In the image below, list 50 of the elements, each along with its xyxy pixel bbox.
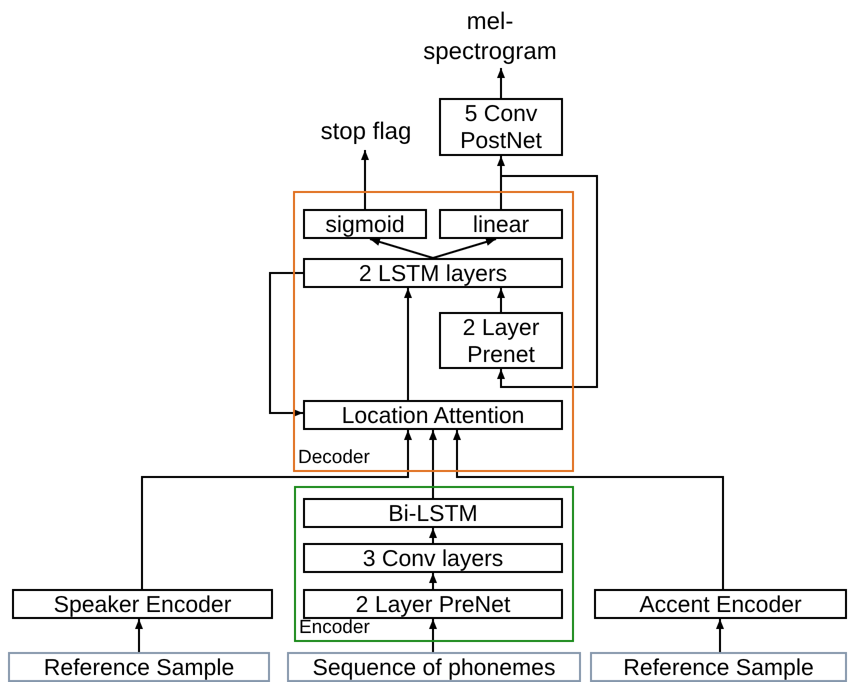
process-box [439,98,563,156]
process-box [439,312,563,369]
group-label: Decoder [298,447,370,469]
process-box [303,543,563,573]
arrow [141,430,412,589]
arrow [429,619,437,652]
arrow [135,619,143,652]
arrow [429,528,437,543]
process-box [303,498,563,528]
group-frame [293,191,574,472]
group-label: Encoder [299,617,370,639]
box-label: Accent Encoder [639,590,802,618]
arrow [716,619,724,652]
output-label: stop flag [306,114,426,150]
arrow [497,68,505,98]
arrow [429,430,437,498]
arrow [404,288,412,400]
input-label: Reference Sample [623,654,814,680]
box-label: 3 Conv layers [362,544,504,572]
box-label: Speaker Encoder [54,590,232,618]
process-box [303,209,427,239]
box-label: sigmoid [325,210,405,238]
box-label: Location Attention [342,402,524,428]
arrow [453,430,724,589]
arrow [429,573,437,589]
process-box [303,400,563,430]
arrow [497,288,505,312]
arrow [269,272,303,417]
arrow [361,150,369,209]
input-box [8,652,270,682]
process-box [12,589,273,619]
process-box [303,258,563,288]
process-box [594,589,847,619]
input-label: Sequence of phonemes [312,654,556,680]
box-label: 2 LSTM layers [358,260,508,286]
output-label: mel- spectrogram [415,6,565,68]
group-frame [294,486,574,642]
input-label: Reference Sample [44,654,234,680]
arrow [497,175,598,388]
box-label: 5 Conv PostNet [459,100,543,154]
process-box [303,589,563,619]
box-label: 2 Layer Prenet [462,314,540,368]
box-label: Bi-LSTM [388,500,478,526]
box-label: 2 Layer PreNet [356,590,510,618]
input-box [287,652,581,682]
input-box [590,652,847,682]
box-label: linear [472,210,530,238]
process-box [439,209,563,239]
arrow [370,238,434,259]
arrow [432,238,496,259]
